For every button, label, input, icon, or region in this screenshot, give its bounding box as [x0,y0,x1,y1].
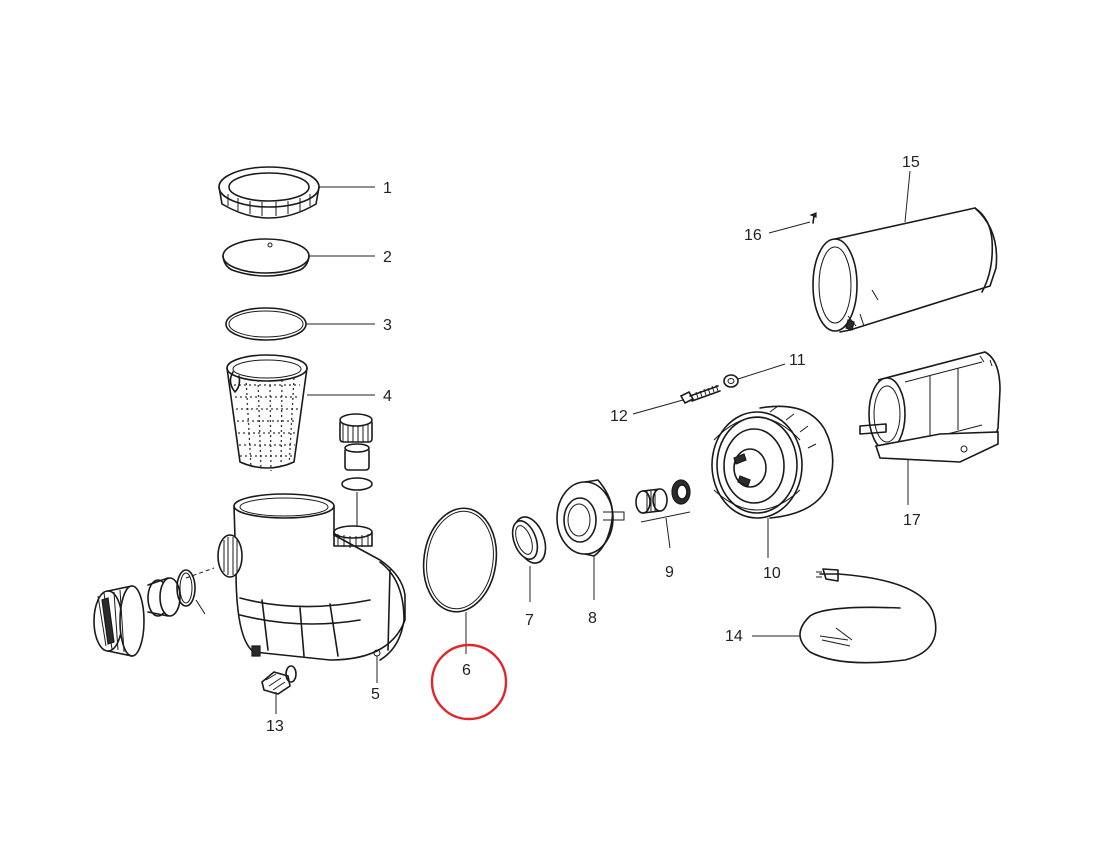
part-17-motor[interactable] [859,351,1001,463]
inlet-union-assembly[interactable] [93,567,215,657]
label-14: 14 [725,628,743,645]
label-11: 11 [789,352,806,369]
part-10-seal-plate[interactable] [711,405,834,519]
part-7-diffuser-o-ring[interactable] [508,513,552,568]
part-9-seal-assembly[interactable] [635,479,691,514]
label-1: 1 [383,180,392,197]
part-8-diffuser[interactable] [556,479,625,557]
part-11-washer[interactable] [723,374,739,388]
label-13: 13 [266,718,284,735]
label-16: 16 [744,227,762,244]
part-15-motor-cover[interactable] [812,207,998,333]
label-15: 15 [902,154,920,171]
label-6: 6 [462,662,471,679]
part-5-pump-housing[interactable] [217,493,406,661]
label-10: 10 [763,565,781,582]
part-2-lid[interactable] [222,238,310,277]
label-9: 9 [665,564,674,581]
label-7: 7 [525,612,534,629]
part-12-bolt[interactable] [679,384,721,405]
part-1-lid-ring[interactable] [218,166,320,219]
label-12: 12 [610,408,628,425]
label-17: 17 [903,512,921,529]
part-6-housing-o-ring[interactable] [417,503,503,616]
part-3-lid-o-ring[interactable] [225,307,307,341]
label-8: 8 [588,610,597,627]
label-4: 4 [383,388,392,405]
drain-plug-assembly[interactable] [339,413,373,528]
label-3: 3 [383,317,392,334]
part-13-drain-plug[interactable] [261,665,297,695]
highlight-circle-part-6 [430,643,508,721]
part-16-screw[interactable] [809,212,817,224]
part-14-power-cord[interactable] [799,568,937,664]
label-5: 5 [371,686,380,703]
label-2: 2 [383,249,392,266]
part-4-strainer-basket[interactable] [226,354,308,472]
